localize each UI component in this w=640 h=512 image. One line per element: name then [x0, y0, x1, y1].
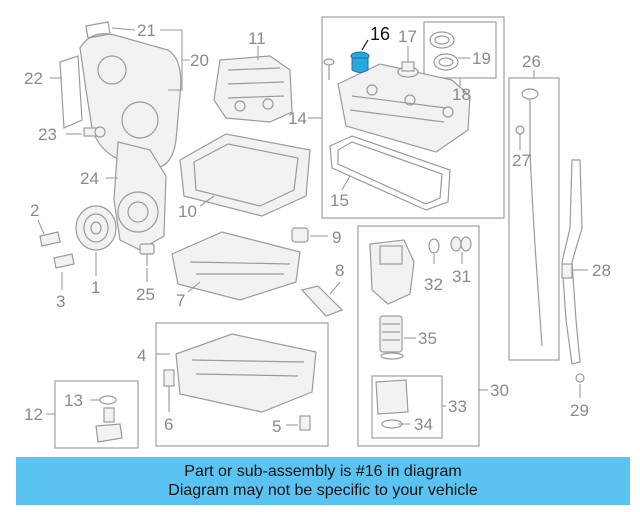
callout-6: 6	[164, 415, 173, 434]
callout-7: 7	[176, 291, 185, 310]
tube-28-part	[561, 159, 585, 383]
group-box-oil-pan	[155, 322, 329, 447]
callout-13: 13	[64, 391, 83, 410]
callout-16-highlighted: 16	[370, 24, 390, 44]
callout-22: 22	[24, 69, 43, 88]
bolt-23-part	[83, 126, 106, 138]
callout-4: 4	[137, 346, 146, 365]
cap-16-body	[351, 57, 369, 73]
dipstick-26-part	[515, 88, 543, 347]
filter-35-part	[379, 315, 404, 360]
callout-18: 18	[452, 85, 471, 104]
callout-21: 21	[137, 21, 156, 40]
callout-24: 24	[80, 169, 99, 188]
head-11-part	[213, 55, 293, 123]
callout-27: 27	[512, 151, 531, 170]
callout-34: 34	[414, 415, 433, 434]
callout-15: 15	[330, 191, 349, 210]
seal-32-part	[428, 238, 440, 254]
gasket-15-part	[329, 135, 451, 211]
callout-9: 9	[332, 228, 341, 247]
callout-10: 10	[178, 202, 197, 221]
cover-plate-24-part	[113, 141, 167, 251]
filter-housing-part	[369, 239, 415, 305]
callout-14: 14	[288, 109, 307, 128]
screw-part	[323, 58, 335, 80]
gasket-10-part	[179, 133, 311, 217]
oil-pan-4-part	[175, 333, 317, 413]
banner-line-1: Part or sub-assembly is #16 in diagram	[184, 463, 462, 480]
callout-8: 8	[335, 261, 344, 280]
callout-11: 11	[248, 29, 266, 48]
cap-17-part	[397, 61, 419, 78]
bolt-3-part	[53, 253, 75, 269]
callout-31: 31	[452, 267, 471, 286]
callout-28: 28	[592, 261, 611, 280]
sensor-25-part	[139, 243, 155, 266]
leader-10	[199, 195, 215, 207]
leader-7	[187, 281, 201, 293]
baffle-7-part	[171, 231, 301, 301]
leader-8	[329, 281, 341, 295]
callout-1: 1	[91, 278, 100, 297]
leader-20	[160, 29, 190, 91]
callout-2: 2	[30, 201, 39, 220]
callout-32: 32	[424, 275, 443, 294]
pulley-1-part	[75, 205, 117, 251]
callout-20: 20	[190, 51, 209, 70]
callout-3: 3	[56, 292, 65, 311]
callout-25: 25	[136, 285, 155, 304]
leader-15	[341, 175, 351, 191]
drain-bolt-6-part	[163, 369, 175, 404]
callout-33: 33	[448, 397, 467, 416]
seal-19-part	[429, 31, 459, 71]
callout-23: 23	[38, 125, 57, 144]
banner-line-2: Diagram may not be specific to your vehi…	[168, 482, 478, 499]
leader-2	[37, 219, 45, 235]
seal-31-part	[450, 236, 472, 252]
leader-21	[111, 27, 136, 31]
bolt-5-part	[299, 415, 311, 431]
callout-35: 35	[418, 329, 437, 348]
info-banner: Part or sub-assembly is #16 in diagram D…	[16, 457, 630, 505]
timing-cover-part	[59, 21, 182, 169]
cap-34-part	[375, 379, 409, 429]
strainer-8-part	[300, 285, 344, 317]
leader-16	[361, 39, 369, 51]
sensor-12-part	[95, 395, 123, 443]
group-box-oil-filter	[357, 225, 480, 447]
callout-5: 5	[272, 417, 281, 436]
plug-9-part	[291, 227, 309, 243]
callout-26: 26	[522, 52, 541, 71]
group-box-cap-34	[371, 375, 443, 439]
bolt-2-part	[39, 231, 61, 247]
callout-29: 29	[570, 401, 589, 420]
callout-30: 30	[490, 381, 509, 400]
callout-19: 19	[472, 49, 491, 68]
cap-16-part-highlighted[interactable]	[350, 51, 370, 73]
callout-12: 12	[24, 405, 43, 424]
callout-17: 17	[398, 27, 417, 46]
valve-cover-14-part	[337, 63, 471, 153]
parts-diagram: 1 2 3 4 5 6 7 8 9 10 11 12 13 14 15 16 1…	[24, 16, 611, 449]
